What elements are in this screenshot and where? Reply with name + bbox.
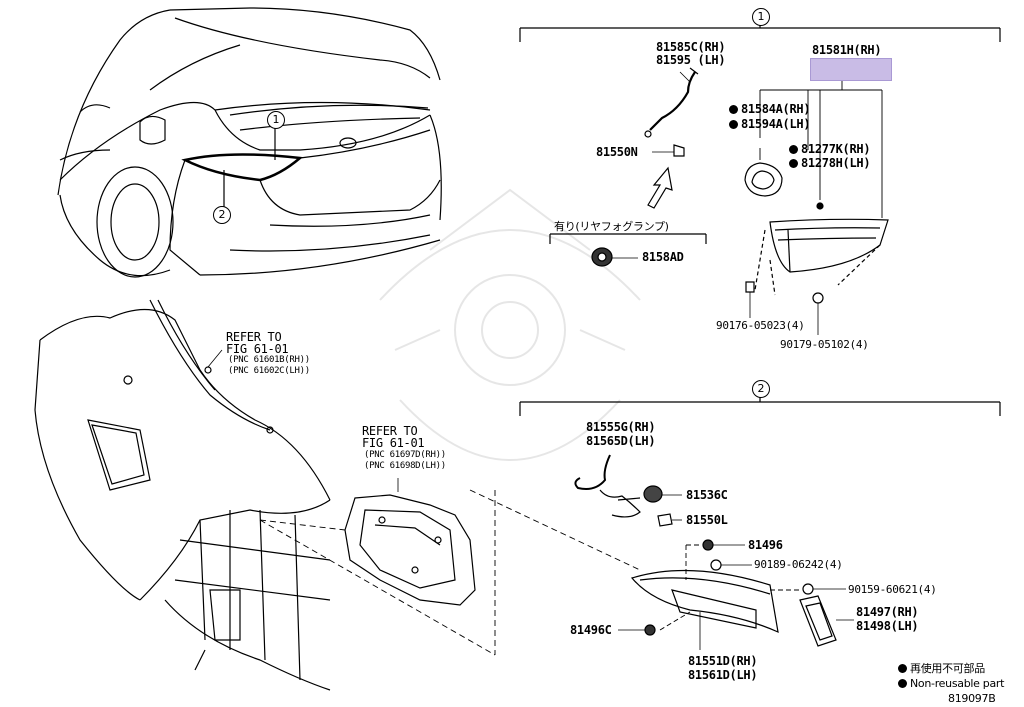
non-reusable-dot bbox=[789, 145, 798, 154]
rear-lamp-81551d bbox=[630, 569, 779, 650]
bulb-81550l bbox=[657, 513, 682, 527]
legend-jp: 再使用不可部品 bbox=[898, 662, 985, 675]
non-reusable-dot bbox=[729, 120, 738, 129]
part-label-90176[interactable]: 90176-05023(4) bbox=[716, 319, 805, 332]
part-label-81551d[interactable]: 81551D(RH) bbox=[688, 654, 758, 668]
legend-dot bbox=[898, 679, 907, 688]
part-label-81561d[interactable]: 81561D(LH) bbox=[688, 668, 758, 682]
ref1-fig[interactable]: FIG 61-01 bbox=[226, 342, 289, 356]
part-label-81277k-text: 81277K(RH) bbox=[801, 142, 871, 156]
part-label-81536c[interactable]: 81536C bbox=[686, 488, 728, 502]
ref1-pnc1: (PNC 61601B(RH)) bbox=[228, 355, 310, 365]
legend-jp-text: 再使用不可部品 bbox=[910, 662, 985, 675]
legend-en: Non-reusable part bbox=[898, 677, 1004, 690]
callout-1-group[interactable]: 1 bbox=[752, 8, 770, 26]
screw-90176 bbox=[745, 281, 755, 318]
part-highlight bbox=[810, 58, 892, 81]
harness-81555g bbox=[574, 454, 641, 518]
panel-connectors bbox=[259, 489, 641, 656]
clip-81496 bbox=[702, 539, 745, 551]
gasket-81584a bbox=[744, 162, 783, 197]
ref1-title: REFER TO bbox=[226, 330, 282, 344]
figure-id: 819097B bbox=[948, 692, 996, 705]
ref1-pnc2: (PNC 61602C(LH)) bbox=[228, 366, 310, 376]
part-label-81584a-text: 81584A(RH) bbox=[741, 102, 811, 116]
clip-81277k bbox=[816, 202, 824, 210]
part-label-81497[interactable]: 81497(RH) bbox=[856, 605, 919, 619]
fog-lamp-note: 有り(リヤフォグランプ) bbox=[554, 220, 669, 233]
screw-90189 bbox=[710, 559, 752, 571]
part-label-81581h[interactable]: 81581H(RH) bbox=[812, 43, 882, 57]
nut-90179 bbox=[812, 292, 824, 335]
quarter-panel bbox=[34, 299, 331, 691]
part-label-90159[interactable]: 90159-60621(4) bbox=[848, 583, 937, 596]
lamp-mount-panel bbox=[344, 478, 476, 606]
non-reusable-dot bbox=[789, 159, 798, 168]
ref2-pnc1: (PNC 61697D(RH)) bbox=[364, 450, 446, 460]
screw-90159 bbox=[802, 583, 846, 595]
part-label-81277k[interactable]: 81277K(RH) bbox=[789, 142, 871, 156]
part-label-81594a-text: 81594A(LH) bbox=[741, 117, 811, 131]
fog-note-bracket bbox=[549, 233, 707, 244]
legend-dot bbox=[898, 664, 907, 673]
watermark-emblem bbox=[379, 188, 641, 461]
lamp-leader-lines bbox=[759, 80, 883, 218]
part-label-81496[interactable]: 81496 bbox=[748, 538, 783, 552]
group2-guides bbox=[659, 544, 800, 631]
part-label-8158ad[interactable]: 8158AD bbox=[642, 250, 684, 264]
part-label-90189[interactable]: 90189-06242(4) bbox=[754, 558, 843, 571]
socket-81536c bbox=[643, 485, 682, 503]
bulb-81550n bbox=[652, 144, 685, 157]
harness-81585c bbox=[644, 67, 699, 138]
ref2-title: REFER TO bbox=[362, 424, 418, 438]
part-label-81565d[interactable]: 81565D(LH) bbox=[586, 434, 656, 448]
part-label-81498[interactable]: 81498(LH) bbox=[856, 619, 919, 633]
clip-81496c bbox=[618, 624, 656, 636]
non-reusable-dot bbox=[729, 105, 738, 114]
callout-1-car[interactable]: 1 bbox=[267, 111, 285, 129]
ref2-fig[interactable]: FIG 61-01 bbox=[362, 436, 425, 450]
part-label-81555g[interactable]: 81555G(RH) bbox=[586, 420, 656, 434]
callout-2-group[interactable]: 2 bbox=[752, 380, 770, 398]
part-label-81496c[interactable]: 81496C bbox=[570, 623, 612, 637]
part-label-90179[interactable]: 90179-05102(4) bbox=[780, 338, 869, 351]
reflector-81497 bbox=[799, 595, 854, 647]
part-label-81550n[interactable]: 81550N bbox=[596, 145, 638, 159]
part-label-81278h[interactable]: 81278H(LH) bbox=[789, 156, 871, 170]
ref2-pnc2: (PNC 61698D(LH)) bbox=[364, 461, 446, 471]
part-label-81595[interactable]: 81595 (LH) bbox=[656, 53, 726, 67]
part-label-81584a[interactable]: 81584A(RH) bbox=[729, 102, 811, 116]
fog-arrow bbox=[647, 166, 673, 209]
part-label-81585c[interactable]: 81585C(RH) bbox=[656, 40, 726, 54]
part-label-81550l[interactable]: 81550L bbox=[686, 513, 728, 527]
car-rear-view bbox=[57, 7, 442, 278]
socket-8158ad bbox=[591, 247, 638, 267]
part-label-81594a[interactable]: 81594A(LH) bbox=[729, 117, 811, 131]
callout-2-car[interactable]: 2 bbox=[213, 206, 231, 224]
part-label-81278h-text: 81278H(LH) bbox=[801, 156, 871, 170]
legend-en-text: Non-reusable part bbox=[910, 677, 1005, 690]
rear-lamp-81581h bbox=[754, 218, 889, 296]
